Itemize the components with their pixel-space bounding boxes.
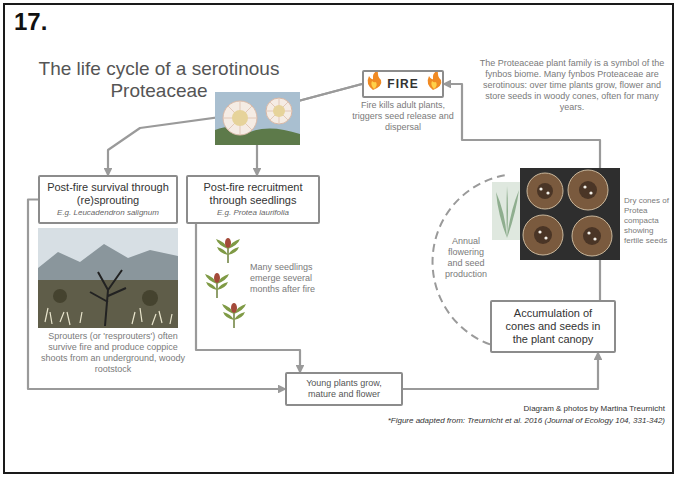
landscape-photo bbox=[38, 228, 178, 328]
stage-box: Young plants grow, mature and flower bbox=[285, 372, 403, 406]
cycle-arrow bbox=[196, 224, 300, 372]
stage-box: Accumulation of cones and seeds in the p… bbox=[490, 300, 616, 353]
fire-flames bbox=[368, 70, 442, 90]
stage-note: Fire kills adult plants, triggers seed r… bbox=[348, 100, 458, 133]
succulent-photo bbox=[492, 182, 522, 240]
stage-box: Post-fire recruitment through seedlingsE… bbox=[186, 175, 320, 224]
credit-line: Diagram & photos by Martina Treurnicht bbox=[380, 404, 665, 414]
box-heading: Post-fire survival through (re)sprouting bbox=[46, 181, 170, 207]
box-text: Young plants grow, mature and flower bbox=[291, 378, 397, 400]
cycle-note: Annual flowering and seed production bbox=[442, 236, 490, 280]
diagram-title: The life cycle of a serotinous Proteacea… bbox=[14, 58, 304, 102]
intro-note: The Proteaceae plant family is a symbol … bbox=[478, 58, 666, 113]
photo-caption: Dry cones of Protea compacta showing fer… bbox=[624, 196, 670, 246]
stage-note: Many seedlings emerge several months aft… bbox=[250, 262, 322, 295]
stage-box: FIRE bbox=[362, 70, 444, 98]
flower-photo bbox=[215, 92, 300, 145]
stage-box: Post-fire survival through (re)sprouting… bbox=[38, 175, 178, 224]
cones-photo bbox=[520, 168, 620, 260]
stage-note: Sprouters (or 'resprouters') often survi… bbox=[38, 331, 188, 375]
example-species: E.g. Leucadendron salignum bbox=[46, 207, 170, 218]
fire-label: FIRE bbox=[382, 77, 424, 91]
box-heading: Accumulation of cones and seeds in the p… bbox=[498, 307, 608, 346]
example-species: E.g. Protea laurifolia bbox=[194, 207, 312, 218]
box-heading: Post-fire recruitment through seedlings bbox=[194, 181, 312, 207]
seedling-icons bbox=[205, 238, 246, 328]
cycle-arrow bbox=[28, 200, 285, 390]
credit-line: *Figure adapted from: Treurnicht et al. … bbox=[300, 416, 665, 426]
figure-number: 17. bbox=[14, 8, 74, 36]
cycle-arrow bbox=[403, 353, 598, 389]
